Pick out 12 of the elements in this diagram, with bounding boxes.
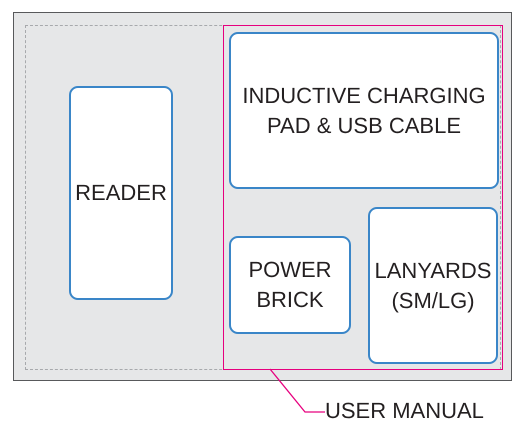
- compartment-box: [69, 86, 173, 300]
- node-label: LANYARDS (SM/LG): [374, 256, 492, 314]
- compartment-box: [368, 207, 498, 364]
- callout-label: USER MANUAL: [325, 396, 484, 421]
- leader-line: [270, 368, 325, 413]
- tray-background: [13, 12, 512, 381]
- node-label: INDUCTIVE CHARGING PAD & USB CABLE: [241, 82, 487, 140]
- compartment-box: [229, 32, 499, 189]
- node-label: READER: [74, 179, 168, 208]
- outline-frame: [223, 25, 503, 370]
- compartment-box: [229, 236, 351, 334]
- node-label: POWER BRICK: [247, 256, 333, 314]
